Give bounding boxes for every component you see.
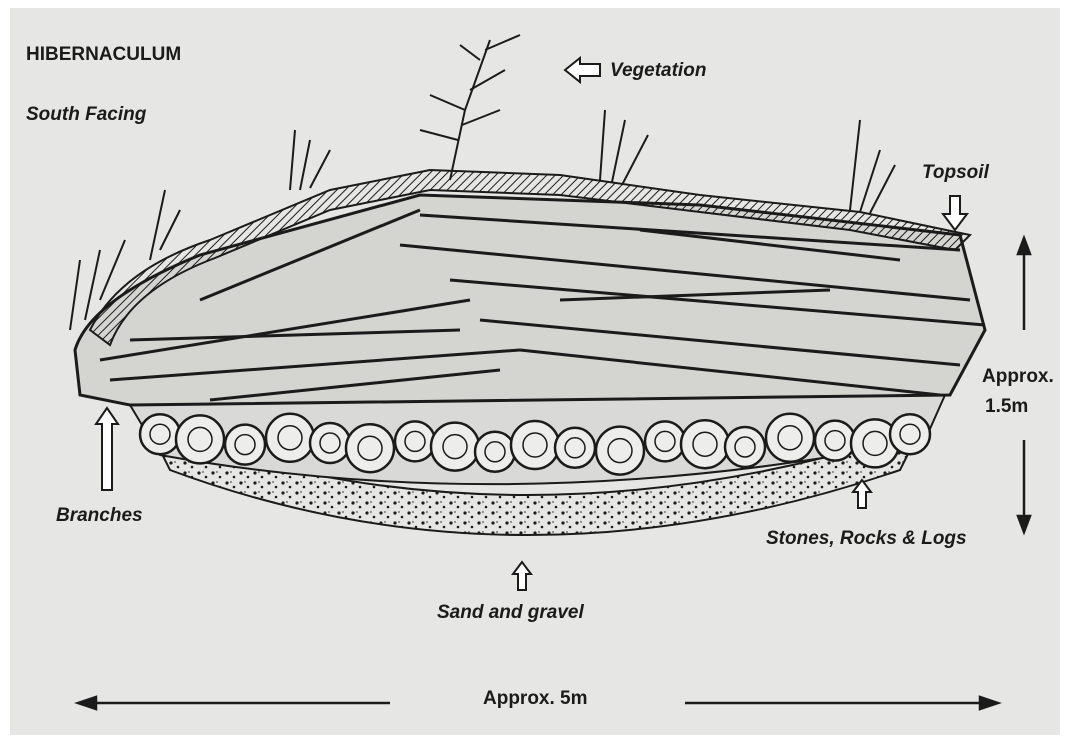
- log-end: [431, 423, 479, 471]
- topsoil-arrow-icon: [943, 196, 967, 230]
- diagram-title: HIBERNACULUM: [26, 44, 181, 66]
- width-dimension-label: Approx. 5m: [483, 688, 588, 710]
- branches-label: Branches: [56, 505, 143, 527]
- log-end: [511, 421, 559, 469]
- log-end: [310, 423, 350, 463]
- height-dimension-line1: Approx.: [982, 366, 1054, 388]
- log-end: [815, 421, 855, 461]
- sand-label: Sand and gravel: [437, 602, 584, 624]
- log-end: [475, 432, 515, 472]
- log-end: [395, 421, 435, 461]
- height-dimension-line2: 1.5m: [985, 396, 1028, 418]
- branches-arrow-icon: [96, 408, 118, 490]
- stones-label: Stones, Rocks & Logs: [766, 528, 967, 550]
- log-end: [890, 414, 930, 454]
- orientation-label: South Facing: [26, 104, 146, 126]
- log-end: [596, 427, 644, 475]
- sand-arrow-icon: [513, 562, 531, 590]
- log-end: [225, 425, 265, 465]
- vegetation-arrow-icon: [565, 58, 600, 82]
- topsoil-label: Topsoil: [922, 162, 989, 184]
- log-end: [555, 428, 595, 468]
- log-end: [176, 415, 224, 463]
- log-end: [681, 420, 729, 468]
- vegetation-label: Vegetation: [610, 60, 706, 82]
- log-end: [725, 427, 765, 467]
- log-end: [766, 414, 814, 462]
- log-end: [645, 421, 685, 461]
- log-end: [266, 414, 314, 462]
- log-end: [346, 424, 394, 472]
- log-end: [140, 414, 180, 454]
